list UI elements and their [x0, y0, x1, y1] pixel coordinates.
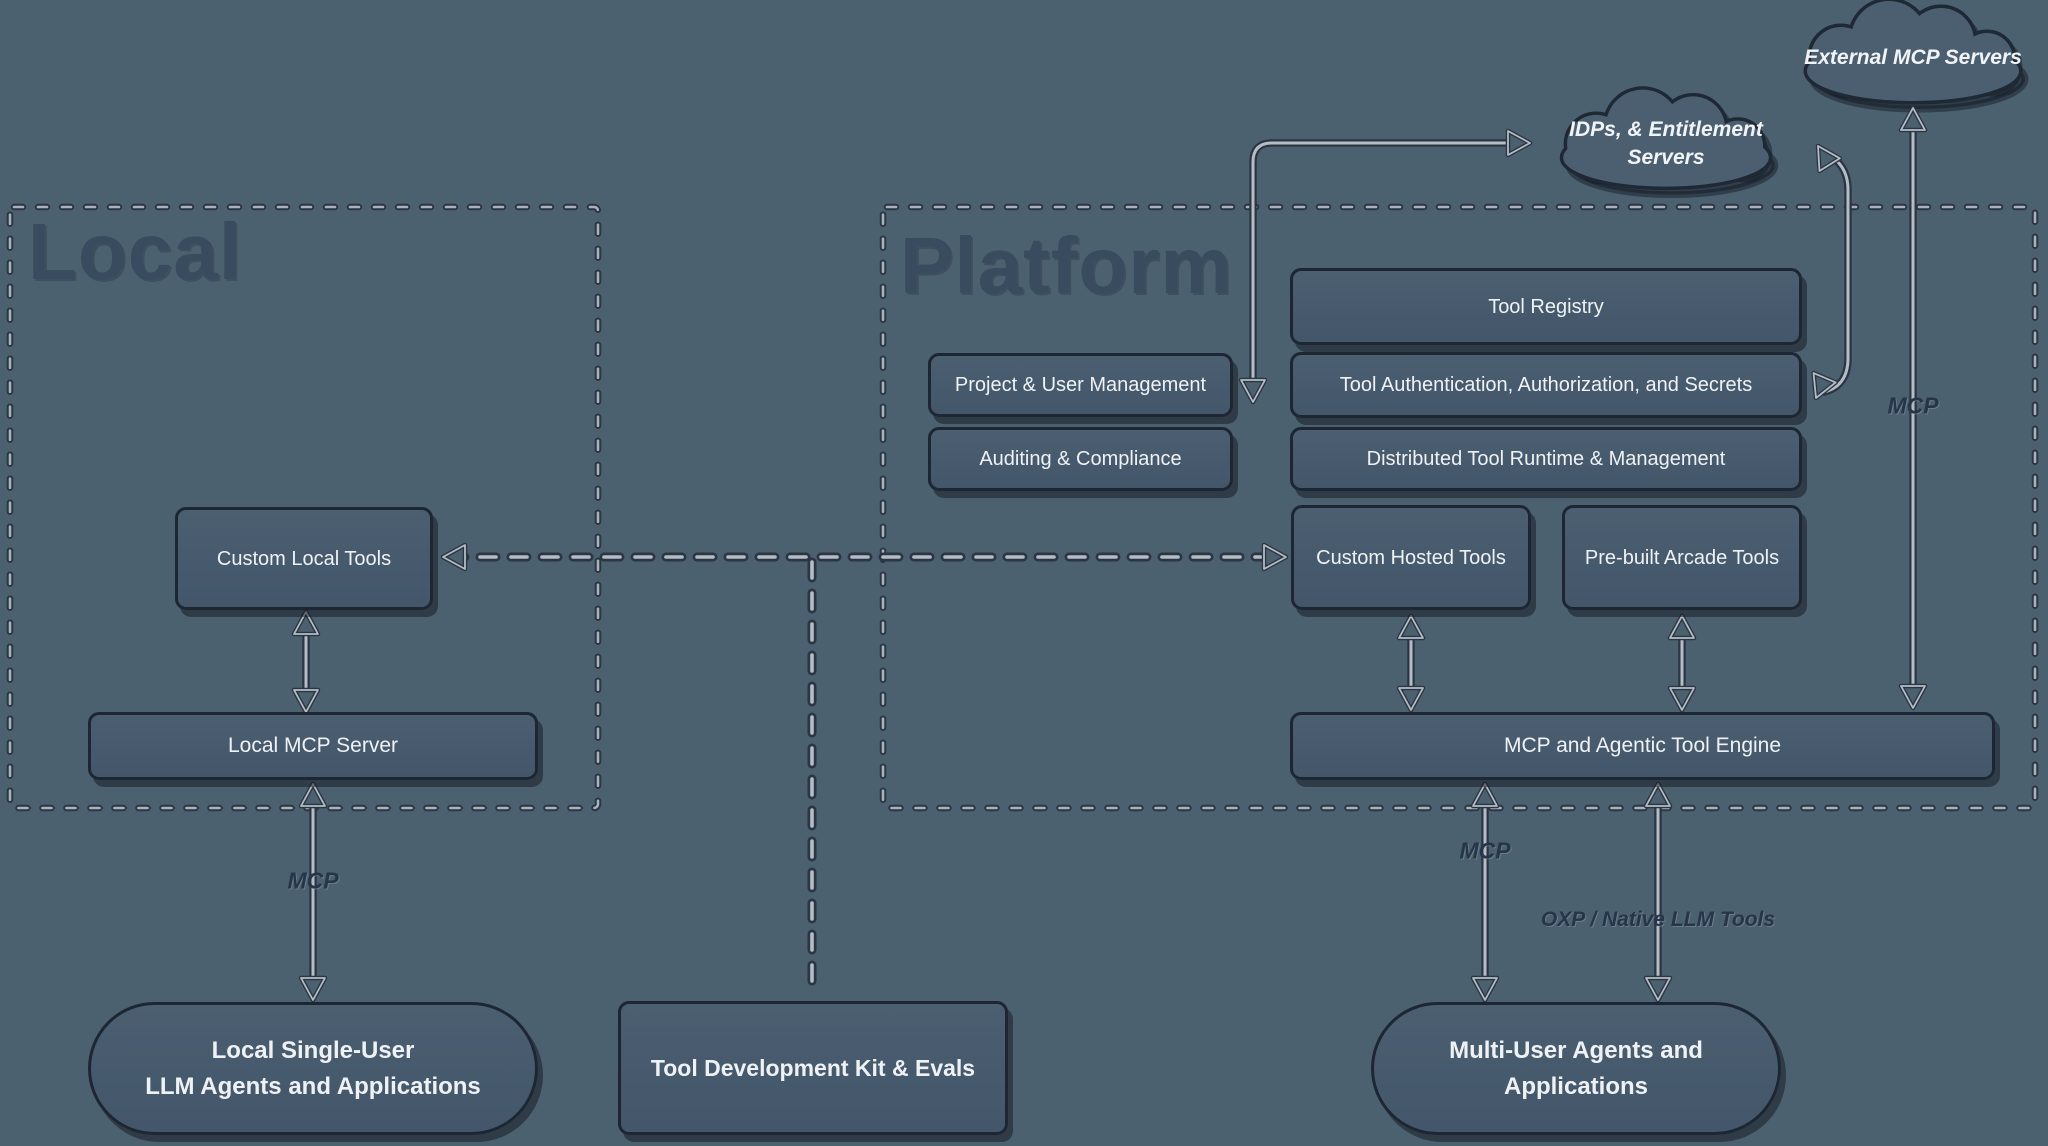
box-tool-authentication-label: Tool Authentication, Authorization, and …	[1339, 374, 1753, 396]
arrowhead	[1901, 686, 1925, 708]
connector-engine-multiuser-oxp	[1646, 784, 1670, 1000]
pill-local-agents-line2: LLM Agents and Applications	[145, 1072, 481, 1100]
box-custom-local-tools: Custom Local Tools	[175, 507, 433, 610]
box-prebuilt-arcade-tools: Pre-built Arcade Tools	[1562, 505, 1802, 610]
connector-hosted-engine	[1399, 616, 1423, 710]
arrowhead	[1264, 545, 1286, 569]
box-auditing-compliance-label: Auditing & Compliance	[979, 448, 1182, 470]
box-custom-hosted-tools-label: Custom Hosted Tools	[1316, 546, 1506, 569]
arrowhead	[1646, 978, 1670, 1000]
edge-label-external-mcp: MCP	[1887, 392, 1939, 419]
box-local-mcp-server-label: Local MCP Server	[227, 734, 398, 757]
box-custom-local-tools-label: Custom Local Tools	[216, 547, 392, 570]
box-project-user-management-label: Project & User Management	[954, 374, 1207, 396]
arrowhead	[1399, 688, 1423, 710]
box-prebuilt-arcade-tools-label: Pre-built Arcade Tools	[1584, 546, 1780, 569]
box-mcp-agentic-tool-engine: MCP and Agentic Tool Engine	[1290, 712, 1995, 780]
box-project-user-management: Project & User Management	[928, 353, 1233, 417]
local-container-title: Local	[28, 207, 242, 296]
box-distributed-tool-runtime: Distributed Tool Runtime & Management	[1290, 427, 1802, 491]
box-engine-label: MCP and Agentic Tool Engine	[1503, 734, 1782, 757]
box-custom-hosted-tools: Custom Hosted Tools	[1291, 505, 1531, 610]
edge-label-local-mcp: MCP	[287, 867, 339, 894]
platform-container-title: Platform	[900, 221, 1233, 310]
idps-entitlement-cloud: IDPs, & Entitlement Servers	[1563, 90, 1775, 195]
edge-label-engine-mcp: MCP	[1459, 837, 1511, 864]
connector-external-engine	[1901, 108, 1925, 708]
pill-multi-user-line1: Multi-User Agents and	[1449, 1036, 1703, 1064]
box-tool-development-kit: Tool Development Kit & Evals	[618, 1001, 1008, 1135]
edge-label-oxp-native-llm-tools: OXP / Native LLM Tools	[1540, 908, 1776, 931]
idps-cloud-label-line2: Servers	[1627, 146, 1704, 169]
box-tool-authentication: Tool Authentication, Authorization, and …	[1290, 352, 1802, 418]
box-local-mcp-server: Local MCP Server	[88, 712, 538, 780]
arrowhead	[1646, 784, 1670, 806]
arrowhead	[294, 690, 318, 712]
external-mcp-servers-cloud: External MCP Servers	[1804, 1, 2025, 109]
connector-idps-toolauth-right	[1805, 140, 1852, 403]
arrowhead	[1508, 131, 1530, 155]
arrowhead	[1399, 616, 1423, 638]
arrowhead	[1241, 380, 1265, 402]
connector-prebuilt-engine	[1670, 616, 1694, 710]
pill-multi-user-agents: Multi-User Agents and Applications	[1371, 1002, 1781, 1135]
box-distributed-tool-runtime-label: Distributed Tool Runtime & Management	[1366, 448, 1726, 470]
connector-platform-idps-left	[1241, 131, 1530, 402]
arrowhead	[1808, 140, 1840, 171]
arrowhead	[1670, 688, 1694, 710]
external-mcp-servers-label: External MCP Servers	[1804, 46, 2022, 69]
arrowhead	[1805, 373, 1836, 403]
connector-customlocal-localmcp	[294, 612, 318, 712]
box-tool-registry: Tool Registry	[1290, 268, 1802, 345]
box-tdk-label: Tool Development Kit & Evals	[650, 1055, 976, 1081]
arrowhead	[294, 612, 318, 634]
arrowhead	[1670, 616, 1694, 638]
idps-cloud-label-line1: IDPs, & Entitlement	[1569, 118, 1764, 141]
platform-container-border	[879, 203, 2039, 812]
pill-local-single-user-agents: Local Single-User LLM Agents and Applica…	[88, 1002, 538, 1135]
connector-dashed-local-hosted	[443, 545, 1286, 997]
pill-multi-user-line2: Applications	[1503, 1072, 1648, 1100]
arrowhead	[1473, 978, 1497, 1000]
box-tool-registry-label: Tool Registry	[1488, 295, 1604, 318]
box-auditing-compliance: Auditing & Compliance	[928, 427, 1233, 491]
arrowhead	[301, 978, 325, 1000]
pill-local-agents-line1: Local Single-User	[211, 1036, 415, 1064]
connector-engine-multiuser-mcp	[1473, 784, 1497, 1000]
arrowhead	[301, 784, 325, 806]
arrowhead	[443, 545, 465, 569]
arrowhead	[1473, 784, 1497, 806]
connector-localmcp-localagents	[301, 784, 325, 1000]
